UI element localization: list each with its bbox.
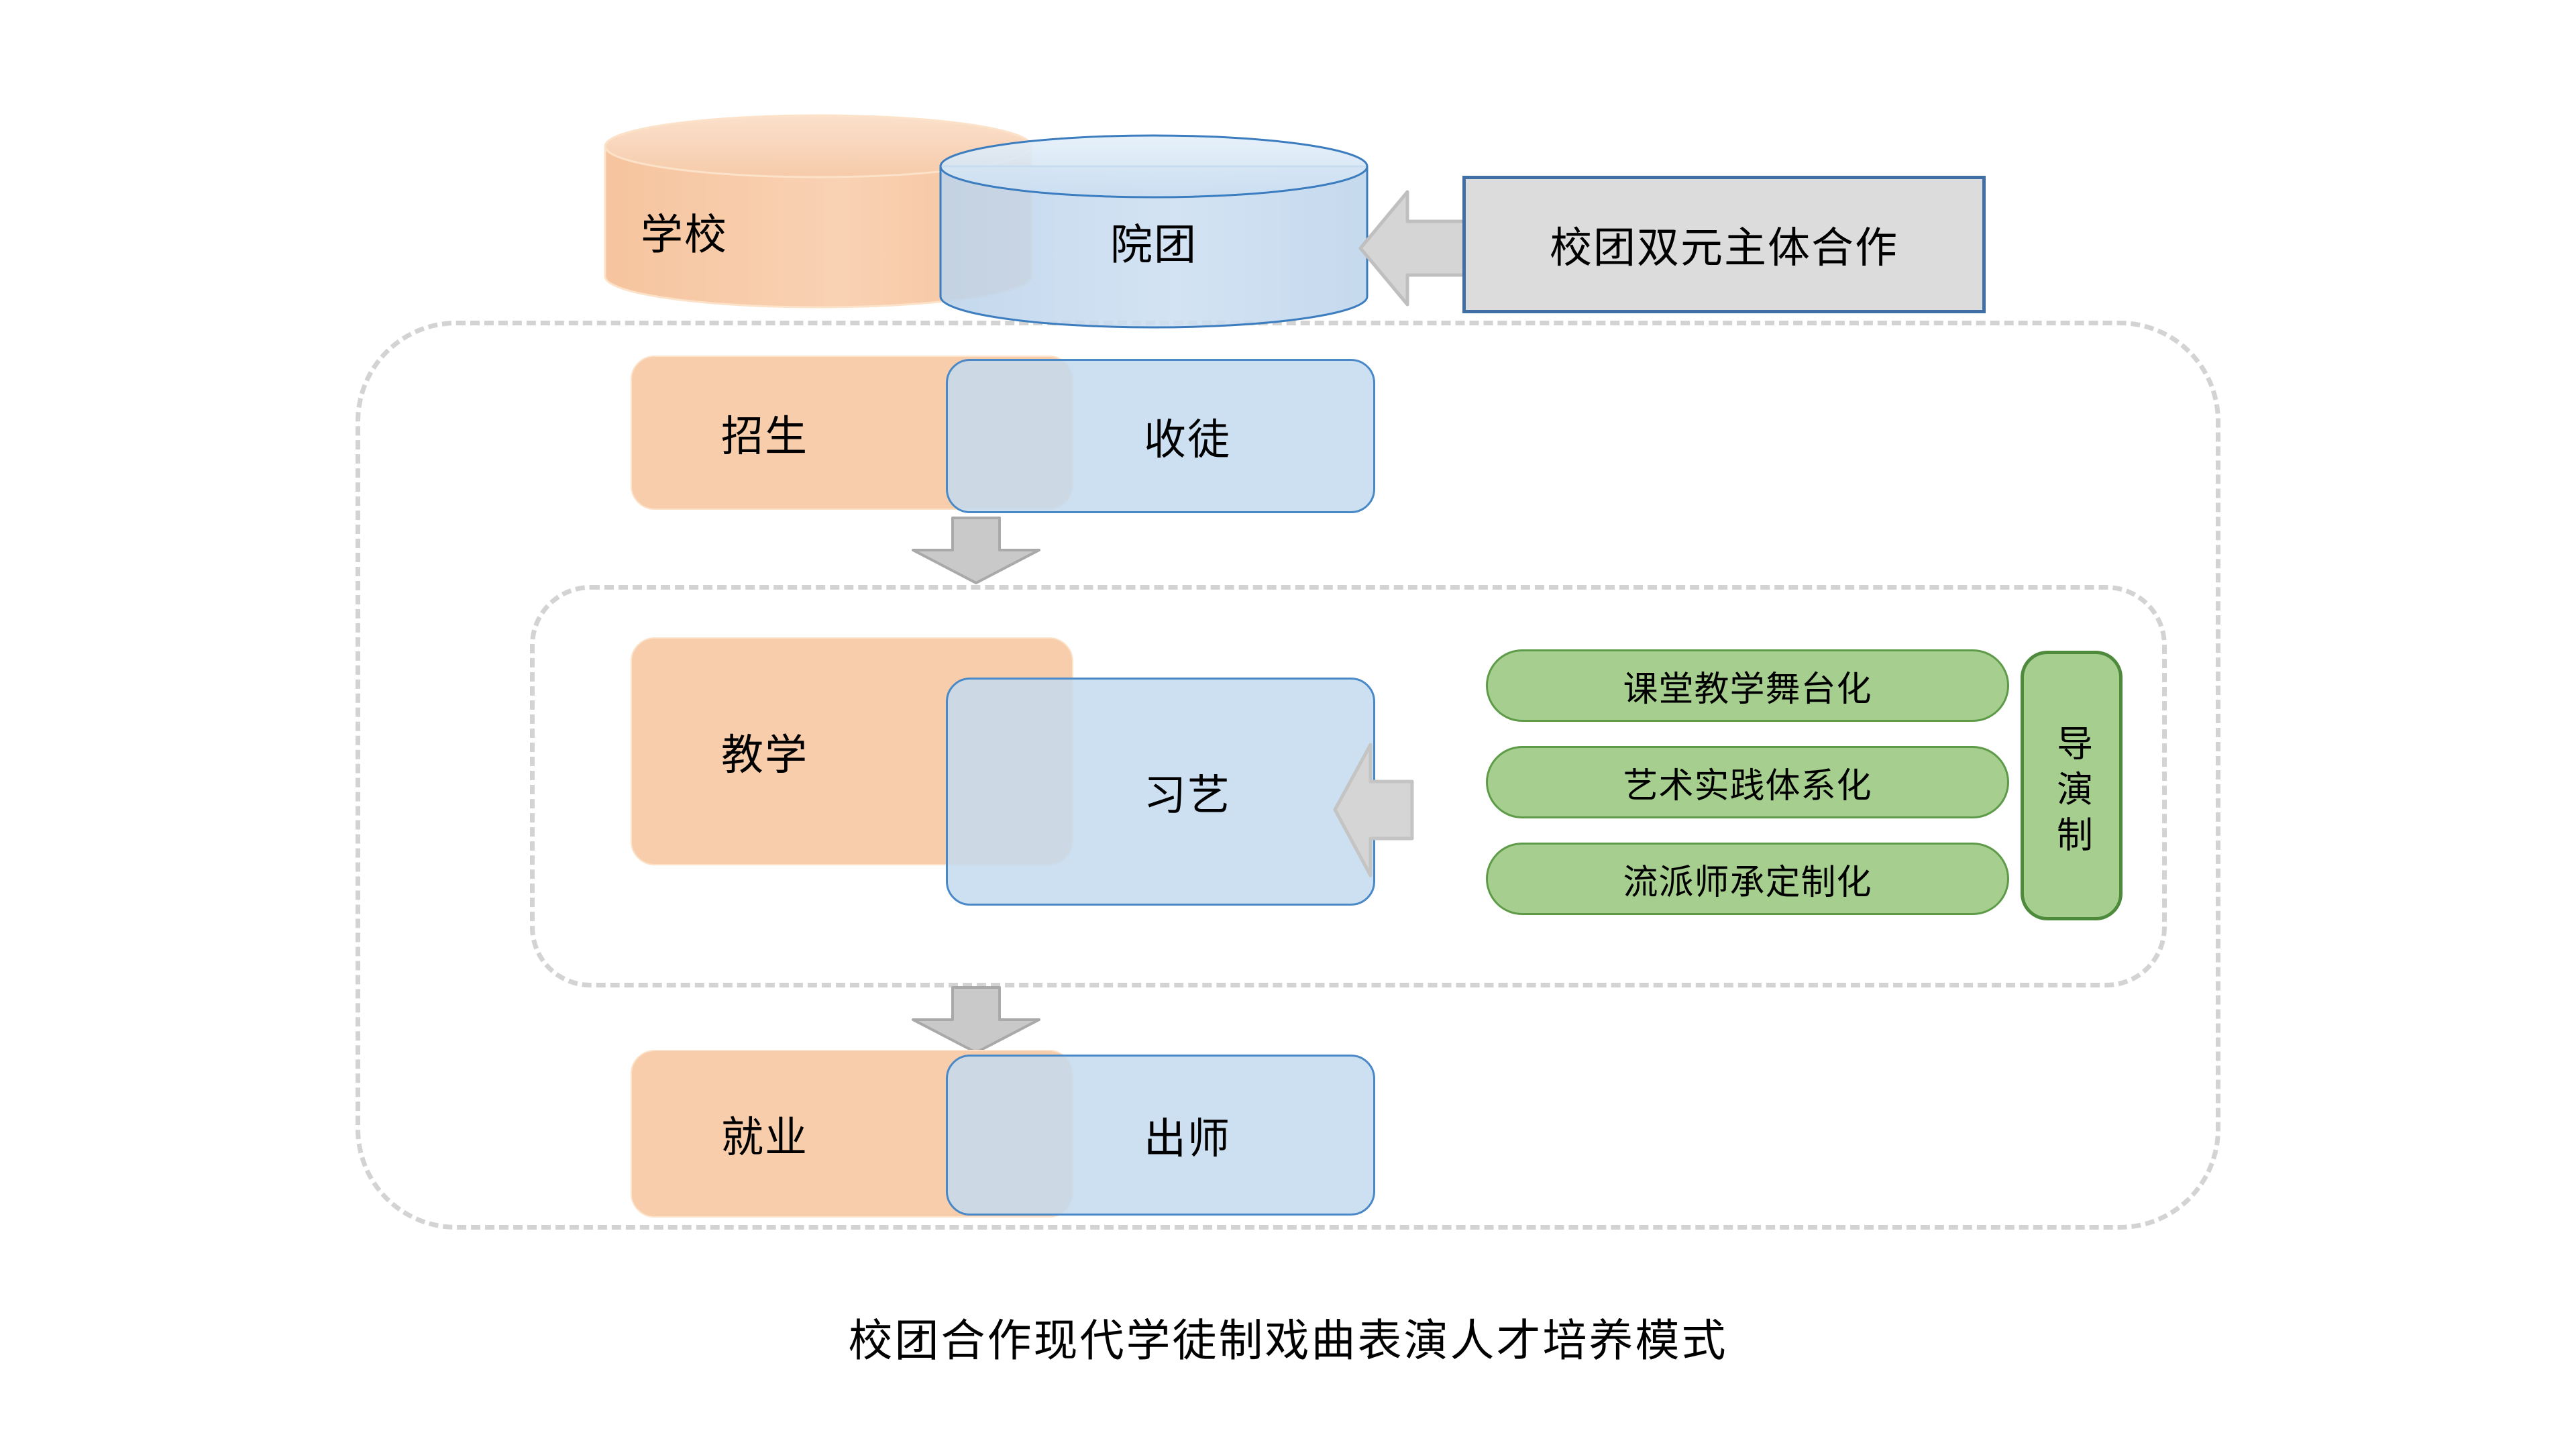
arrow-down-icon-recruit-to-teach [909,515,1043,586]
stage-employ-troupe: 出师 [946,1055,1375,1216]
stage-recruit-troupe: 收徒 [946,359,1375,513]
director-system-pill: 导演制 [2021,651,2123,920]
inner-dashed-frame [530,585,2167,987]
stage-recruit-troupe-label: 收徒 [1144,415,1231,464]
cylinder-troupe: 院团 [939,134,1368,329]
cylinder-troupe-label: 院团 [1110,220,1197,270]
stage-teach-troupe-label: 习艺 [1144,770,1231,820]
outer-dashed-frame [356,321,2220,1230]
arrow-left-icon-callout [1355,188,1469,309]
stage-employ-troupe-label: 出师 [1144,1114,1231,1163]
stage-recruit-school-label: 招生 [721,411,808,461]
diagram-caption: 校团合作现代学徒制戏曲表演人才培养模式 [848,1315,1728,1366]
method-pill-0-label: 课堂教学舞台化 [1623,669,1872,710]
cylinder-school-label: 学校 [641,210,728,260]
stage-employ-school-label: 就业 [721,1112,808,1162]
method-pill-1: 艺术实践体系化 [1486,746,2009,818]
director-system-label: 导演制 [2050,724,2093,861]
callout-cooperation-label: 校团双元主体合作 [1550,223,1898,272]
method-pill-1-label: 艺术实践体系化 [1623,765,1872,806]
method-pill-2-label: 流派师承定制化 [1623,862,1872,903]
stage-teach-troupe: 习艺 [946,678,1375,906]
method-pill-2: 流派师承定制化 [1486,843,2009,915]
callout-cooperation: 校团双元主体合作 [1462,176,1986,313]
arrow-left-icon-methods [1332,741,1415,879]
method-pill-0: 课堂教学舞台化 [1486,649,2009,722]
stage-teach-school-label: 教学 [721,730,808,780]
arrow-down-icon-teach-to-employ [909,985,1043,1055]
